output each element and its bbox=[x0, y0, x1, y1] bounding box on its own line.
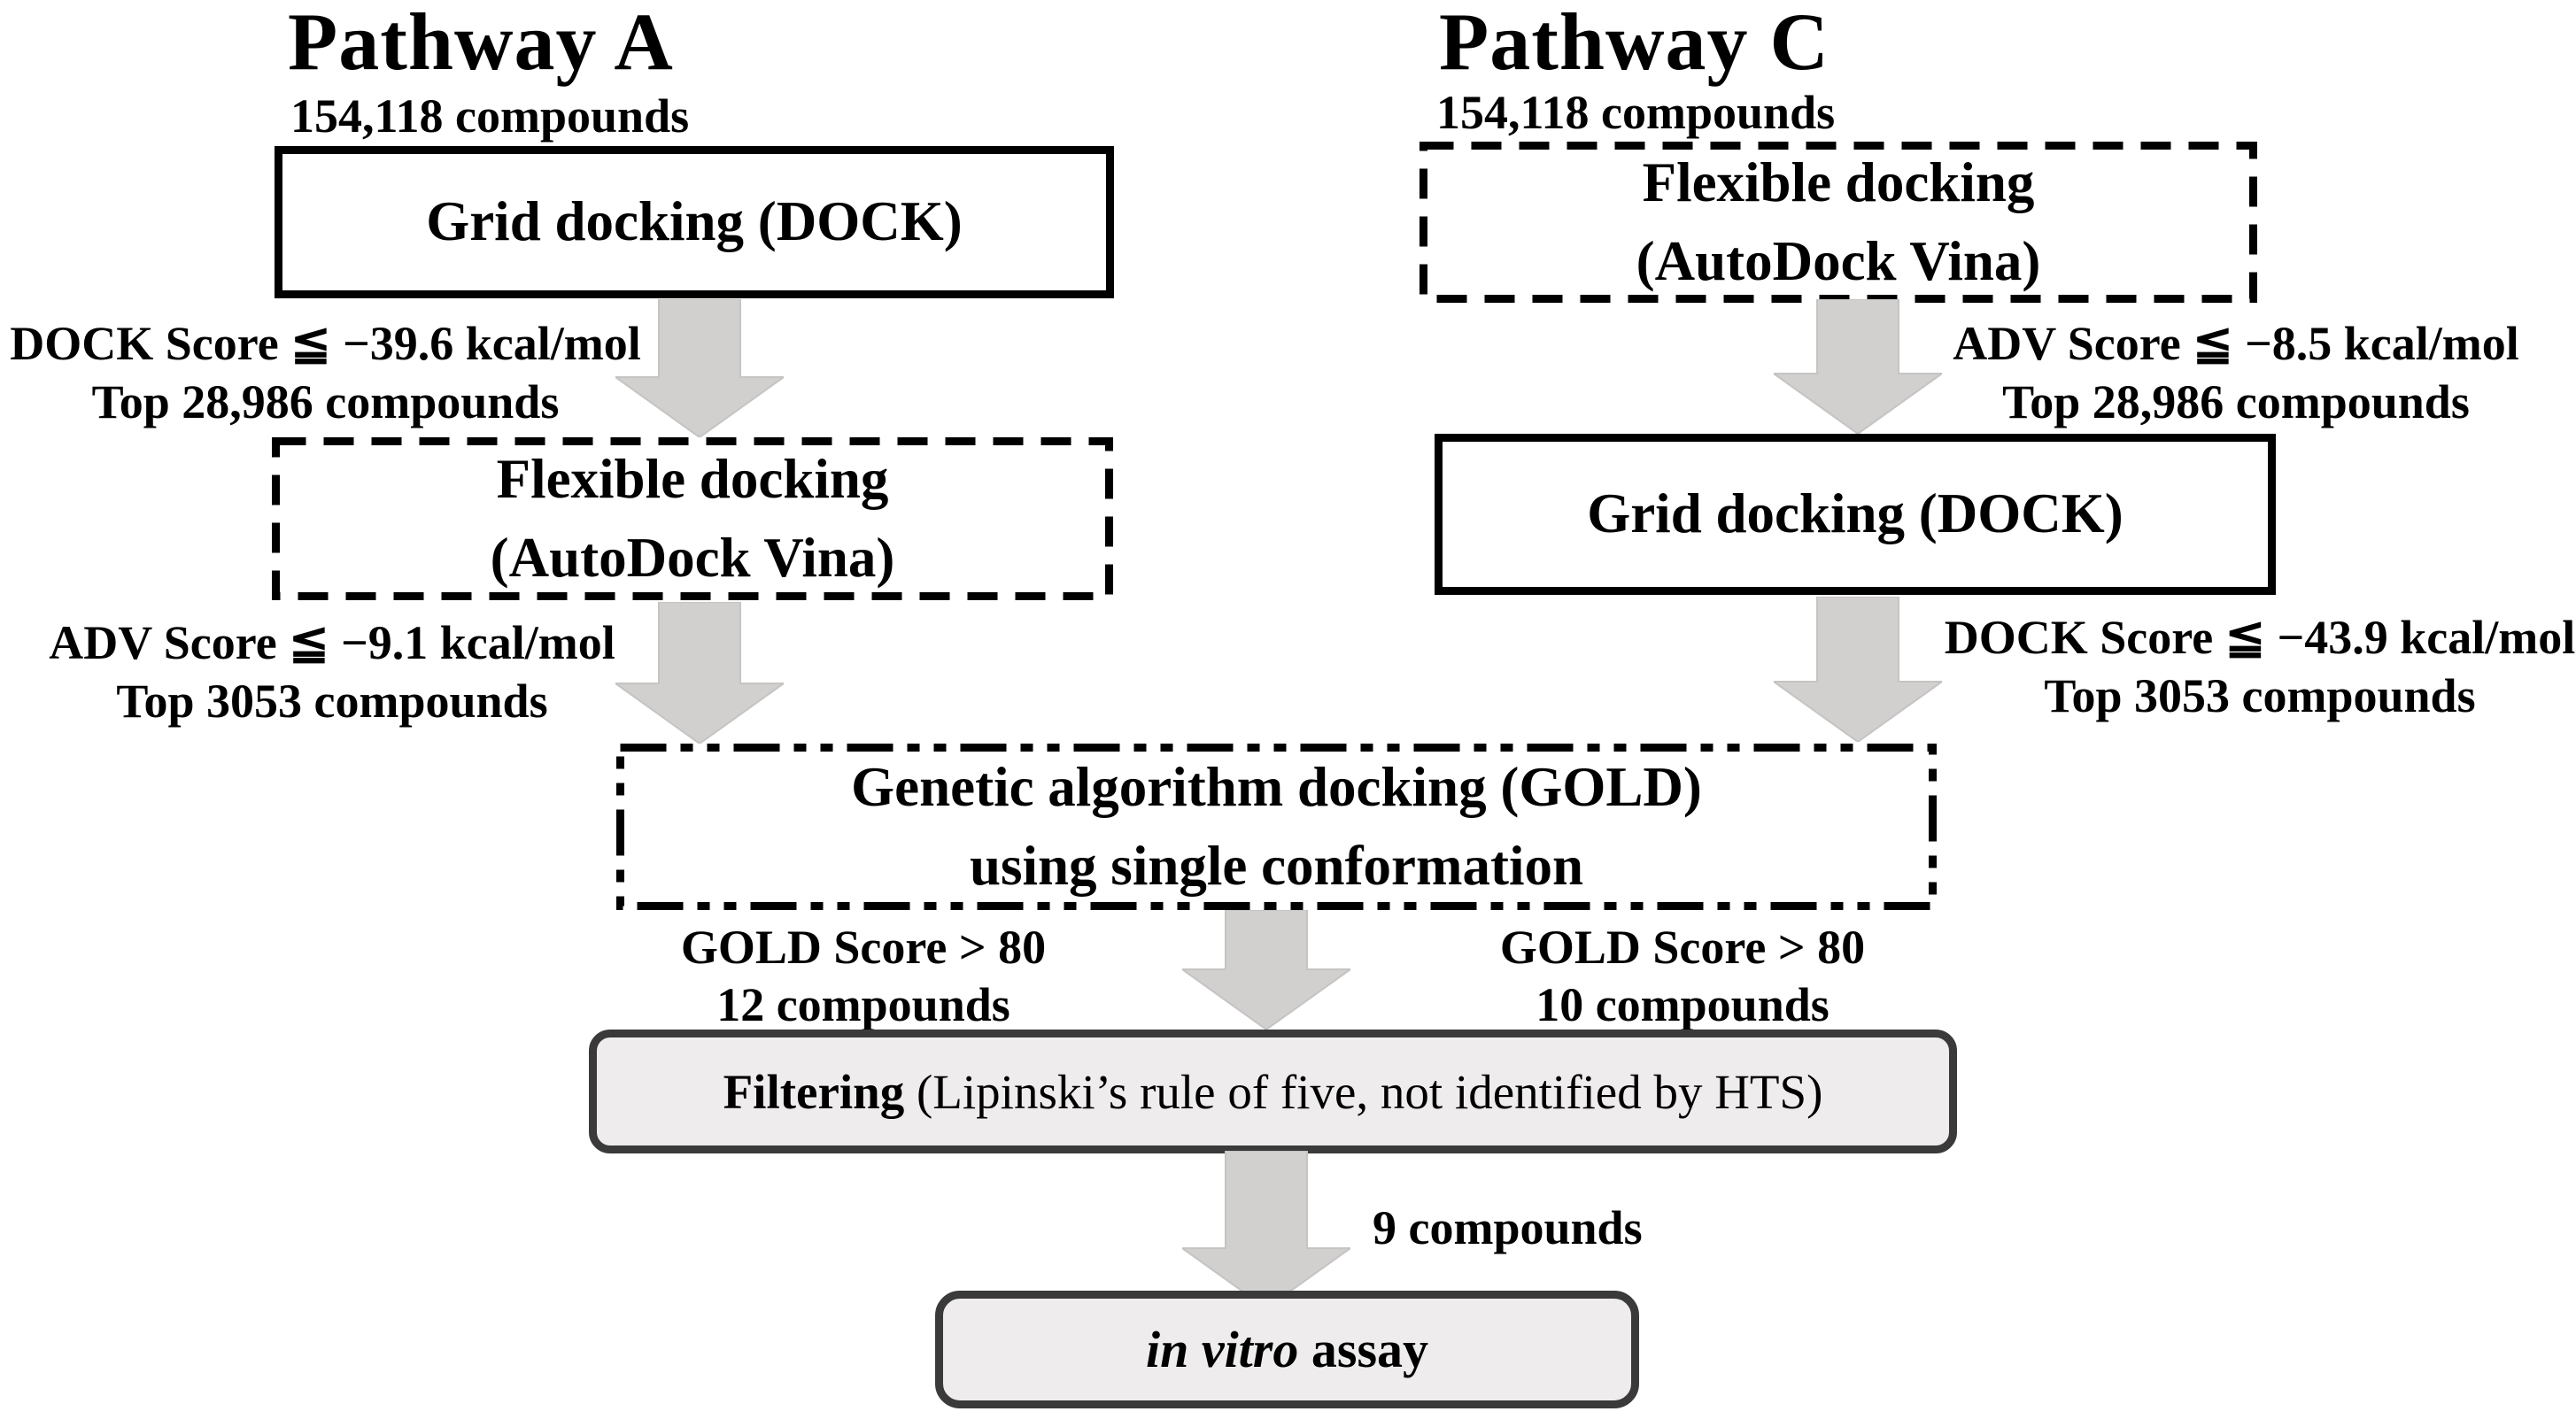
pathway-a-grid-docking-box: Grid docking (DOCK) bbox=[275, 146, 1114, 298]
in-vitro-assay-label: in vitro assay bbox=[1146, 1320, 1428, 1379]
pathway-c-flexible-docking-label: Flexible docking (AutoDock Vina) bbox=[1636, 143, 2041, 302]
filtering-box: Filtering (Lipinski’s rule of five, not … bbox=[589, 1030, 1957, 1153]
pathway-c-filter2-annotation: DOCK Score ≦ −43.9 kcal/mol Top 3053 com… bbox=[1944, 609, 2576, 726]
pathway-c-start-count: 154,118 compounds bbox=[1436, 86, 1836, 139]
arrow-c1-down bbox=[1774, 299, 1942, 434]
arrow-filter-down bbox=[1182, 1151, 1350, 1308]
flexible-docking-line2: (AutoDock Vina) bbox=[490, 527, 895, 589]
dashed-border bbox=[272, 437, 1113, 600]
gold-score-left-line1: GOLD Score > 80 bbox=[680, 921, 1047, 974]
arrow-a1-down bbox=[615, 299, 784, 437]
flexible-docking-line1: Flexible docking bbox=[496, 447, 889, 510]
filtering-label-rest: (Lipinski’s rule of five, not identified… bbox=[904, 1064, 1823, 1119]
arrow-a2-down bbox=[615, 602, 784, 744]
pathway-c-flexible-docking-box: Flexible docking (AutoDock Vina) bbox=[1420, 142, 2257, 303]
flexible-docking-line2: (AutoDock Vina) bbox=[1636, 230, 2041, 292]
in-vitro-assay-rest: assay bbox=[1298, 1321, 1429, 1378]
arrow-merge-down bbox=[1182, 910, 1350, 1030]
pathway-c-filter2-line1: DOCK Score ≦ −43.9 kcal/mol bbox=[1944, 611, 2576, 664]
pathway-a-filter2-annotation: ADV Score ≦ −9.1 kcal/mol Top 3053 compo… bbox=[27, 614, 638, 731]
in-vitro-assay-italic: in vitro bbox=[1145, 1321, 1299, 1378]
gold-docking-line2: using single conformation bbox=[969, 835, 1584, 897]
filtering-label-bold: Filtering bbox=[723, 1064, 905, 1119]
pathway-c-title: Pathway C bbox=[1439, 0, 1830, 87]
gold-score-left-annotation: GOLD Score > 80 12 compounds bbox=[669, 919, 1058, 1034]
in-vitro-assay-box: in vitro assay bbox=[935, 1291, 1639, 1408]
pathway-c-grid-docking-label: Grid docking (DOCK) bbox=[1587, 482, 2123, 545]
pathway-c-filter1-line1: ADV Score ≦ −8.5 kcal/mol bbox=[1953, 317, 2519, 370]
pathway-a-filter1-line2: Top 28,986 compounds bbox=[91, 374, 560, 428]
gold-score-left-line2: 12 compounds bbox=[716, 977, 1010, 1031]
pathway-a-filter2-line2: Top 3053 compounds bbox=[116, 674, 548, 728]
pathway-c-filter1-annotation: ADV Score ≦ −8.5 kcal/mol Top 28,986 com… bbox=[1930, 315, 2541, 432]
after-filter-count: 9 compounds bbox=[1373, 1201, 1643, 1254]
arrow-c2-down bbox=[1774, 597, 1942, 742]
pathway-c-filter1-line2: Top 28,986 compounds bbox=[2002, 374, 2470, 428]
dash-dot-border bbox=[616, 744, 1937, 910]
filtering-label: Filtering (Lipinski’s rule of five, not … bbox=[723, 1064, 1823, 1120]
pathway-a-filter2-line1: ADV Score ≦ −9.1 kcal/mol bbox=[49, 616, 615, 669]
pathway-c-filter2-line2: Top 3053 compounds bbox=[2044, 668, 2476, 722]
gold-docking-box: Genetic algorithm docking (GOLD) using s… bbox=[616, 744, 1937, 910]
gold-score-right-annotation: GOLD Score > 80 10 compounds bbox=[1488, 919, 1877, 1034]
pathway-a-flexible-docking-label: Flexible docking (AutoDock Vina) bbox=[491, 440, 895, 598]
flexible-docking-line1: Flexible docking bbox=[1642, 150, 2035, 213]
gold-score-right-line1: GOLD Score > 80 bbox=[1499, 921, 1866, 974]
pathway-a-filter1-line1: DOCK Score ≦ −39.6 kcal/mol bbox=[10, 317, 641, 370]
pathway-a-filter1-annotation: DOCK Score ≦ −39.6 kcal/mol Top 28,986 c… bbox=[0, 315, 651, 432]
pathway-a-flexible-docking-box: Flexible docking (AutoDock Vina) bbox=[272, 437, 1113, 600]
pathway-a-grid-docking-label: Grid docking (DOCK) bbox=[426, 190, 963, 253]
gold-score-right-line2: 10 compounds bbox=[1536, 977, 1830, 1031]
pathway-a-title: Pathway A bbox=[288, 0, 674, 87]
gold-docking-label: Genetic algorithm docking (GOLD) using s… bbox=[851, 748, 1702, 906]
dashed-border bbox=[1420, 142, 2257, 303]
pathway-a-start-count: 154,118 compounds bbox=[290, 89, 690, 143]
pathway-c-grid-docking-box: Grid docking (DOCK) bbox=[1435, 434, 2276, 595]
gold-docking-line1: Genetic algorithm docking (GOLD) bbox=[851, 755, 1702, 818]
